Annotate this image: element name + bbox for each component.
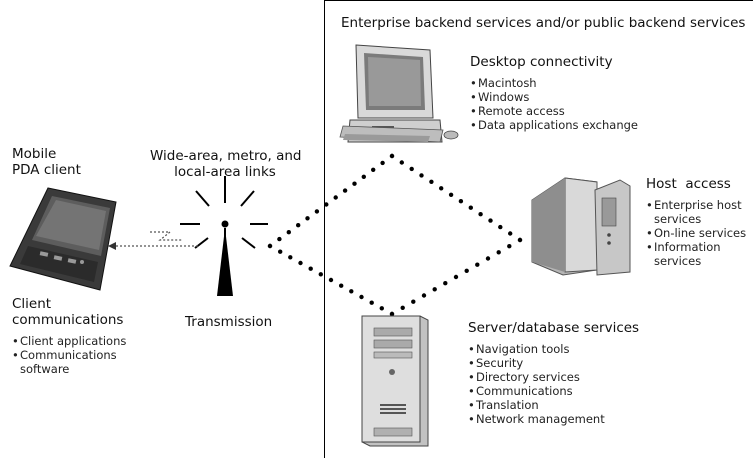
list-item: Communications xyxy=(468,384,639,398)
link-dot xyxy=(409,166,414,172)
host-list-2: On-line services Information xyxy=(646,226,746,254)
link-dot xyxy=(267,243,273,249)
transmission-label: Transmission xyxy=(185,314,273,330)
link-dot xyxy=(488,218,493,223)
link-dot xyxy=(305,216,310,221)
link-dot xyxy=(399,160,404,165)
pda-link-icon xyxy=(108,231,198,250)
link-dot xyxy=(308,266,313,271)
link-dot xyxy=(359,294,364,300)
link-dot xyxy=(432,287,437,292)
host-title: Host access xyxy=(646,176,731,192)
link-dot xyxy=(352,181,357,186)
server-list: Navigation tools Security Directory serv… xyxy=(468,342,639,426)
link-dot xyxy=(379,306,384,311)
link-dot xyxy=(296,223,301,228)
link-dot xyxy=(298,260,303,266)
desktop-connectivity-block: Desktop connectivity Macintosh Windows R… xyxy=(470,54,638,132)
mobile-pda-label: Mobile PDA client xyxy=(12,146,81,178)
list-item: Directory services xyxy=(468,370,639,384)
link-dot xyxy=(468,205,473,210)
link-dot xyxy=(278,249,283,254)
link-dot xyxy=(419,173,424,178)
link-dot xyxy=(288,255,293,260)
host-server-icon xyxy=(531,177,631,276)
list-item: Information xyxy=(646,240,746,254)
link-dot xyxy=(496,250,501,255)
link-dot xyxy=(342,188,348,193)
tower-server-icon xyxy=(361,315,429,447)
link-dot xyxy=(286,230,291,235)
links-line1: Wide-area, metro, and xyxy=(150,148,302,164)
client-comms-title-line2: communications xyxy=(12,312,124,328)
list-item: Communications xyxy=(12,348,126,362)
mobile-title-line1: Mobile xyxy=(12,146,57,162)
links-label: Wide-area, metro, and local-area links xyxy=(150,148,302,180)
link-dot xyxy=(339,283,344,288)
host-list: Enterprise host xyxy=(646,198,746,212)
list-item: Macintosh xyxy=(470,76,638,90)
list-item-continuation: services xyxy=(654,212,702,226)
link-dot xyxy=(507,244,512,249)
transmission-tower-icon xyxy=(180,176,268,296)
link-dot xyxy=(448,192,454,197)
list-item-continuation: software xyxy=(20,362,70,376)
list-item: Windows xyxy=(470,90,638,104)
server-title: Server/database services xyxy=(468,320,640,336)
mobile-title-line2: PDA client xyxy=(12,162,81,178)
link-dot xyxy=(517,237,523,243)
links-line2: local-area links xyxy=(174,164,276,180)
enterprise-header: Enterprise backend services and/or publi… xyxy=(341,15,746,31)
host-access-block: Host access Enterprise host services On-… xyxy=(646,176,746,268)
list-item: Client applications xyxy=(12,334,126,348)
link-dot xyxy=(439,186,444,191)
link-dot xyxy=(277,236,282,242)
list-item: Translation xyxy=(468,398,639,412)
link-dot xyxy=(464,268,469,273)
link-dot xyxy=(333,195,338,200)
desktop-list: Macintosh Windows Remote access Data app… xyxy=(470,76,638,132)
desktop-title: Desktop connectivity xyxy=(470,54,613,70)
list-item: Enterprise host xyxy=(646,198,746,212)
list-item: Navigation tools xyxy=(468,342,639,356)
list-item: Security xyxy=(468,356,639,370)
link-dot xyxy=(400,305,405,310)
link-dot xyxy=(498,224,503,230)
network-links xyxy=(267,153,523,317)
link-dot xyxy=(371,167,376,172)
link-dot xyxy=(475,262,480,267)
client-communications-block: Client communications Client application… xyxy=(12,296,126,376)
link-dot xyxy=(411,299,416,304)
link-dot xyxy=(453,274,459,280)
link-dot xyxy=(478,212,483,217)
link-dot xyxy=(485,256,491,261)
link-dot xyxy=(421,293,427,298)
list-item: Data applications exchange xyxy=(470,118,638,132)
client-comms-title-line1: Client xyxy=(12,296,52,312)
list-item: Network management xyxy=(468,412,639,426)
link-dot xyxy=(458,199,464,204)
link-dot xyxy=(324,202,329,207)
desktop-computer-icon xyxy=(339,44,459,143)
link-dot xyxy=(380,160,385,166)
link-dot xyxy=(389,311,395,317)
link-dot xyxy=(429,179,434,184)
enterprise-boundary xyxy=(324,0,753,458)
link-dot xyxy=(389,153,395,159)
link-dot xyxy=(349,289,354,294)
list-item: Remote access xyxy=(470,104,638,118)
link-dot xyxy=(508,231,513,236)
list-item-continuation: services xyxy=(654,254,702,268)
pda-device-icon xyxy=(9,187,117,291)
link-dot xyxy=(318,272,323,277)
client-comms-list: Client applications Communications xyxy=(12,334,126,362)
link-dot xyxy=(369,300,374,305)
list-item: On-line services xyxy=(646,226,746,240)
link-dot xyxy=(314,209,320,214)
link-dot xyxy=(361,174,366,179)
server-database-block: Server/database services Navigation tool… xyxy=(468,320,639,426)
link-dot xyxy=(328,277,334,283)
link-dot xyxy=(443,281,448,286)
